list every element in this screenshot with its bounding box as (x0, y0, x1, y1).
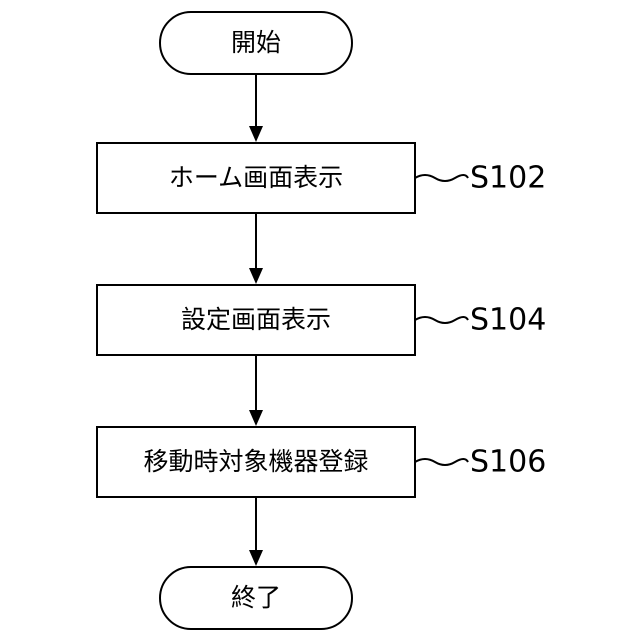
connector-start-to-s102 (249, 74, 263, 142)
arrowhead-icon (249, 410, 263, 426)
process-label-s106: 移動時対象機器登録 (143, 447, 368, 476)
step-id-s106: S106 (470, 445, 546, 480)
step-id-s102: S102 (470, 161, 546, 196)
process-label-s104: 設定画面表示 (181, 305, 331, 334)
process-step-s104: 設定画面表示 S104 (97, 285, 546, 355)
end-label: 終了 (231, 583, 281, 612)
connector-s102-to-s104 (249, 213, 263, 284)
leader-line-s102 (415, 175, 468, 181)
connector-s104-to-s106 (249, 355, 263, 426)
leader-line-s104 (415, 317, 468, 323)
arrowhead-icon (249, 126, 263, 142)
process-label-s102: ホーム画面表示 (169, 163, 343, 192)
arrowhead-icon (249, 268, 263, 284)
end-terminator: 終了 (160, 567, 352, 629)
leader-line-s106 (415, 459, 468, 465)
arrowhead-icon (249, 550, 263, 566)
start-terminator: 開始 (160, 12, 352, 74)
start-label: 開始 (231, 28, 281, 57)
connector-s106-to-end (249, 497, 263, 566)
process-step-s106: 移動時対象機器登録 S106 (97, 427, 546, 497)
process-step-s102: ホーム画面表示 S102 (97, 143, 546, 213)
step-id-s104: S104 (470, 303, 546, 338)
